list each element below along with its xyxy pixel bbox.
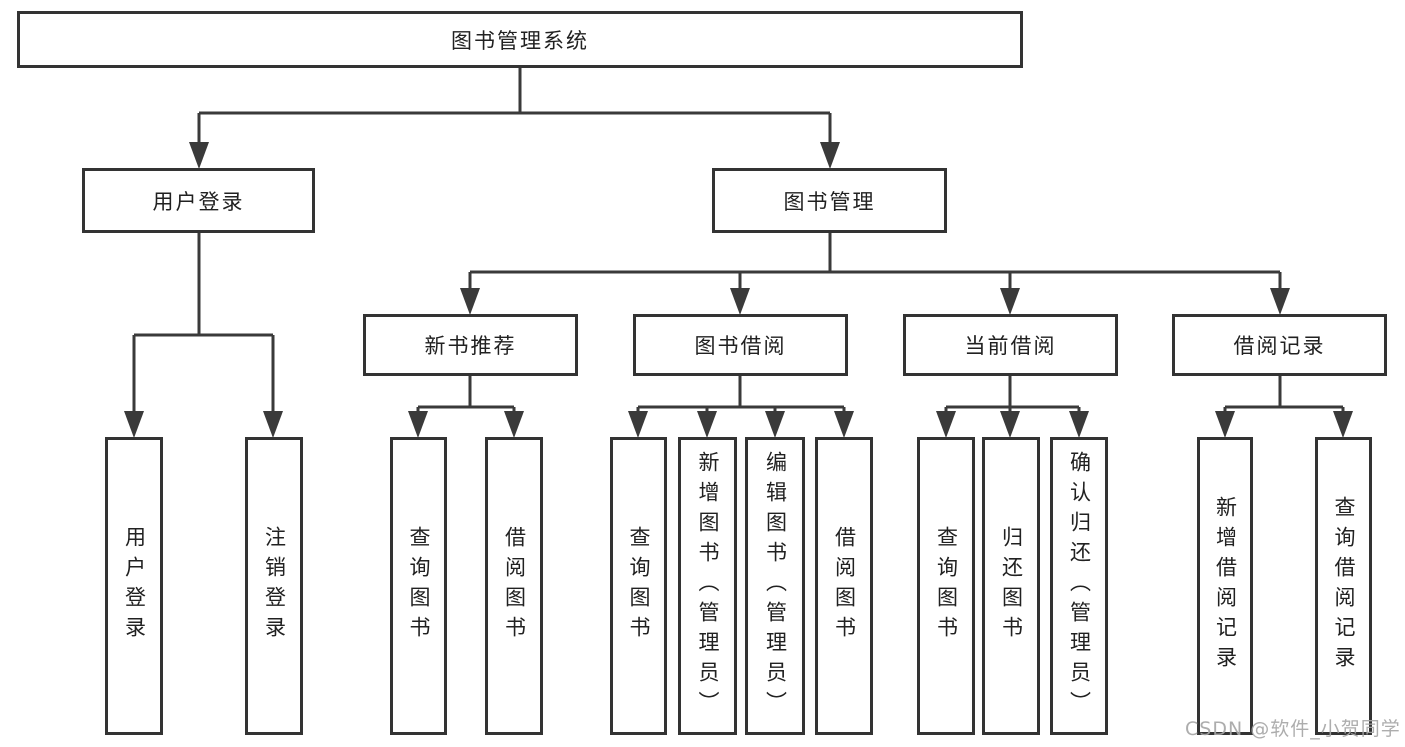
node-label: 归还图书 bbox=[999, 526, 1024, 646]
connector-new-book-recommend-branch bbox=[408, 376, 524, 438]
node-label: 编辑图书（管理员） bbox=[763, 451, 788, 721]
leaf-recommend-borrow-books: 借阅图书 bbox=[485, 437, 543, 735]
leaf-edit-books-admin: 编辑图书（管理员） bbox=[745, 437, 805, 735]
leaf-add-books-admin: 新增图书（管理员） bbox=[678, 437, 737, 735]
node-label: 图书借阅 bbox=[694, 334, 787, 358]
node-label: 查询图书 bbox=[407, 526, 431, 646]
node-new-book-recommend: 新书推荐 bbox=[363, 314, 578, 376]
leaf-query-borrow-record: 查询借阅记录 bbox=[1315, 437, 1372, 735]
connector-current-borrow-branch bbox=[936, 376, 1089, 438]
connector-root-to-level2 bbox=[189, 68, 840, 169]
node-label: 查询借阅记录 bbox=[1332, 496, 1356, 676]
leaf-confirm-return-admin: 确认归还（管理员） bbox=[1050, 437, 1108, 735]
connector-borrow-records-branch bbox=[1215, 376, 1353, 438]
node-root-system: 图书管理系统 bbox=[17, 11, 1023, 68]
node-label: 借阅图书 bbox=[832, 526, 857, 646]
leaf-user-login: 用户登录 bbox=[105, 437, 163, 735]
connector-book-borrow-branch bbox=[628, 376, 854, 438]
node-label: 借阅记录 bbox=[1233, 334, 1326, 358]
node-label: 借阅图书 bbox=[502, 526, 527, 646]
node-user-login-branch: 用户登录 bbox=[82, 168, 315, 233]
leaf-borrow-query-books: 查询图书 bbox=[610, 437, 667, 735]
node-label: 查询图书 bbox=[934, 526, 959, 646]
node-label: 新增图书（管理员） bbox=[696, 451, 720, 721]
node-label: 用户登录 bbox=[152, 189, 245, 214]
node-label: 新书推荐 bbox=[424, 334, 517, 358]
leaf-recommend-query-books: 查询图书 bbox=[390, 437, 447, 735]
connector-user-login-branch bbox=[124, 233, 283, 438]
node-book-management-branch: 图书管理 bbox=[712, 168, 947, 233]
csdn-watermark: CSDN @软件_小贺同学 bbox=[1185, 718, 1401, 740]
node-borrow-records: 借阅记录 bbox=[1172, 314, 1387, 376]
node-label: 注销登录 bbox=[262, 526, 287, 646]
leaf-current-query-books: 查询图书 bbox=[917, 437, 975, 735]
node-label: 图书管理系统 bbox=[451, 28, 589, 53]
node-label: 当前借阅 bbox=[964, 334, 1057, 358]
node-label: 图书管理 bbox=[783, 189, 876, 214]
leaf-return-books: 归还图书 bbox=[982, 437, 1040, 735]
connector-book-management-branch bbox=[460, 233, 1290, 315]
node-current-borrow: 当前借阅 bbox=[903, 314, 1118, 376]
node-label: 新增借阅记录 bbox=[1213, 496, 1238, 676]
leaf-add-borrow-record: 新增借阅记录 bbox=[1197, 437, 1253, 735]
leaf-borrow-books: 借阅图书 bbox=[815, 437, 873, 735]
node-book-borrow: 图书借阅 bbox=[633, 314, 848, 376]
node-label: 用户登录 bbox=[122, 526, 147, 646]
node-label: 查询图书 bbox=[627, 526, 651, 646]
node-label: 确认归还（管理员） bbox=[1067, 451, 1092, 721]
leaf-logout: 注销登录 bbox=[245, 437, 303, 735]
